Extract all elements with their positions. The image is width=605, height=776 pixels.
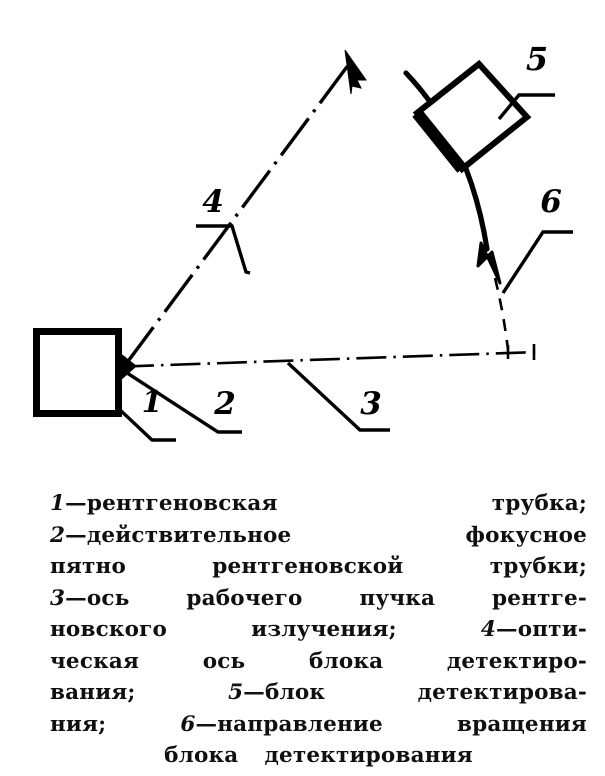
caption-word: рентгеновской [212,554,404,579]
caption-chunk: рабочего [186,583,302,615]
focal-spot-dot [116,361,128,373]
caption-chunk: рентге- [492,583,587,615]
caption-chunk: детектиро- [447,646,587,678]
caption-line: 2—действительное фокусное [50,520,587,552]
caption-word: трубка; [491,491,587,516]
diagram-label-6: 6 [540,184,562,220]
caption-word: вания; [50,680,136,705]
leader-line-1 [116,406,176,442]
caption-item-number: 4 [480,617,496,642]
rotation-arc-dashed-tail [493,277,510,351]
caption-word: пучка [359,585,436,611]
caption-word: ния; [50,711,107,737]
caption-chunk: трубки; [490,551,587,583]
caption-word: фокусное [465,522,587,548]
caption-chunk: 4—опти- [481,614,587,646]
caption-item-number: 6 [180,711,196,737]
caption-word: излучения; [251,617,397,642]
leader-line-4 [196,224,251,275]
leader-line-3 [286,361,390,432]
leader-line-6 [501,230,573,294]
caption-line: пятно рентгеновской трубки; [50,551,587,583]
caption-line: ния; 6—направление вращения [50,709,587,741]
leader-line-2 [123,369,242,434]
caption-word: —ось [65,585,130,611]
caption-line: новского излучения; 4—опти- [50,614,587,646]
caption-chunk: 3—ось [50,583,130,615]
caption-chunk: детектирова- [418,677,587,709]
caption-chunk: 5—блок [228,677,325,709]
diagram-label-4: 4 [202,184,224,220]
caption-word: вращения [456,711,587,737]
caption-line: 3—ось рабочего пучка рентге- [50,583,587,615]
caption-chunk: вращения [457,709,587,741]
caption-chunk: вания; [50,677,136,709]
caption-word: детектиро- [446,648,587,674]
caption-chunk: фокусное [466,520,587,552]
diagram-label-2: 2 [213,386,236,422]
caption-line: 1—рентгеновская трубка; [50,488,587,520]
caption-word: трубки; [489,554,587,579]
caption-chunk: 2—действительное [50,520,291,552]
caption-line: ческая ось блока детектиро- [50,646,587,678]
caption-word: новского [50,617,168,642]
caption-chunk: трубка; [492,488,587,520]
caption-chunk: блока [309,646,383,678]
caption-word: пятно [50,554,127,579]
caption-item-number: 5 [228,680,244,705]
schematic-drawing: 1 2 3 4 5 6 [33,40,573,442]
caption-word: —опти- [496,617,587,642]
leader-line-5 [497,93,555,121]
caption-chunk: ческая [50,646,139,678]
caption-word: рабочего [186,585,303,611]
caption-item-number: 2 [50,522,66,548]
caption-word: блока [308,648,384,674]
optical-axis-arrowhead [344,49,367,95]
detector-face-edge [412,109,467,173]
detector-block-outline [412,59,532,174]
caption-word: ось [202,648,246,674]
detector-block [412,59,532,174]
caption-word: —блок [243,680,326,705]
caption-word: детектирова- [417,680,587,705]
caption-chunk: рентгеновской [212,551,403,583]
diagram-label-1: 1 [142,385,163,420]
caption-chunk: пучка [359,583,435,615]
caption-chunk: пятно [50,551,126,583]
caption-chunk: 1—рентгеновская [50,488,278,520]
caption-chunk: излучения; [251,614,397,646]
caption-word: —рентгеновская [65,491,278,516]
rotation-arc-arrowhead [476,241,502,285]
figure-caption: 1—рентгеновская трубка; 2—действительное фо… [50,488,587,772]
caption-line: вания; 5—блок детектирова- [50,677,587,709]
beam-axis-line [123,350,538,368]
diagram-label-5: 5 [526,40,548,78]
caption-word: рентге- [492,585,587,611]
caption-item-number: 3 [50,585,66,611]
caption-chunk: новского [50,614,167,646]
optical-axis-line [124,58,354,366]
caption-chunk: 6—направление [180,709,383,741]
caption-word: детектирования [264,743,473,768]
caption-line: блока детектирования [50,740,587,772]
caption-word: —действительное [65,522,292,548]
caption-word: ческая [50,648,140,674]
diagram-area: 1 2 3 4 5 6 [33,40,573,442]
caption-word: —направление [195,711,383,737]
diagram-label-3: 3 [360,386,382,422]
caption-item-number: 1 [50,491,66,516]
caption-word: блока [164,743,239,768]
caption-chunk: ния; [50,709,106,741]
xray-tube-box [33,328,122,417]
caption-chunk: ось [203,646,246,678]
